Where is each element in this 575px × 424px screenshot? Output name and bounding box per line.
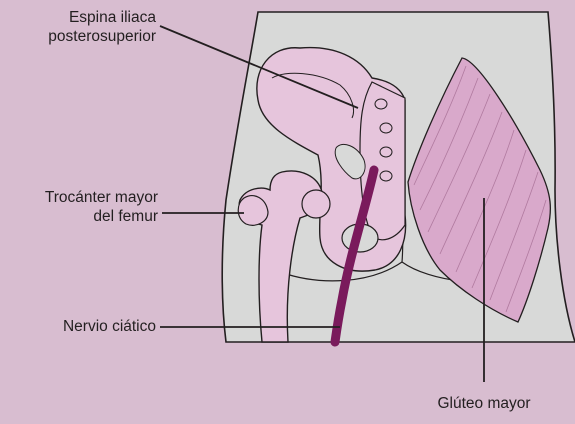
label-trocanter-mayor: Trocánter mayor del femur (4, 188, 158, 226)
label-espina-line1: Espina iliaca (68, 9, 156, 26)
label-gluteo-mayor: Glúteo mayor (414, 394, 554, 413)
muscle-fibers (413, 65, 547, 313)
label-trocanter-line1: Trocánter mayor (44, 189, 158, 206)
label-nervio-ciatico: Nervio ciático (4, 317, 156, 336)
label-espina-iliaca: Espina iliaca posterosuperior (8, 8, 156, 46)
label-nervio-text: Nervio ciático (62, 318, 156, 335)
greater-trochanter (237, 195, 269, 226)
sacral-foramen (379, 170, 393, 182)
sacral-foramen (379, 122, 393, 134)
iliac-inner-contour (271, 72, 354, 119)
label-trocanter-line2: del femur (93, 208, 158, 225)
gluteus-maximus (407, 57, 552, 323)
label-espina-line2: posterosuperior (48, 28, 156, 45)
femoral-head (301, 189, 331, 219)
sciatic-nerve (330, 165, 379, 347)
label-gluteo-text: Glúteo mayor (437, 395, 531, 412)
leader-espina (159, 25, 359, 109)
sacral-foramen (379, 146, 393, 158)
sacral-foramen (374, 98, 388, 110)
sciatic-notch (334, 144, 366, 180)
